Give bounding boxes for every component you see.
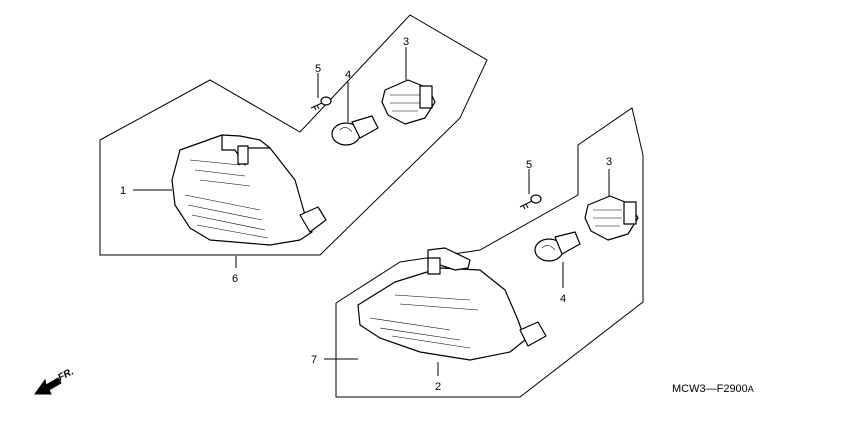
socket-upper [381,79,436,125]
group-outline-6 [99,14,488,256]
bulb-lower [534,231,581,262]
diagram-code-suffix: A [748,384,754,394]
direction-label: FR. [56,366,75,383]
screw-lower [519,194,542,210]
assembly-lower [324,107,644,398]
front-direction-arrow: FR. [34,366,76,395]
screw-upper [310,96,332,111]
callout-5-lower: 5 [526,159,532,171]
callout-1: 1 [120,185,126,197]
callout-2: 2 [435,381,441,393]
front-turn-signal-left [171,134,327,246]
diagram-code-main: MCW3—F2900 [672,383,748,395]
callout-7: 7 [311,354,317,366]
assembly-upper [99,14,488,268]
callout-6: 6 [232,273,238,285]
callout-5-upper: 5 [315,63,321,75]
bulb-upper [331,115,379,146]
arrow-icon [34,377,62,395]
diagram-code: MCW3—F2900A [672,383,754,395]
callout-3-lower: 3 [606,156,612,168]
callout-4-upper: 4 [345,69,351,81]
front-turn-signal-right [357,247,547,361]
callout-4-lower: 4 [560,293,566,305]
callout-3-upper: 3 [403,36,409,48]
socket-lower [584,195,639,241]
